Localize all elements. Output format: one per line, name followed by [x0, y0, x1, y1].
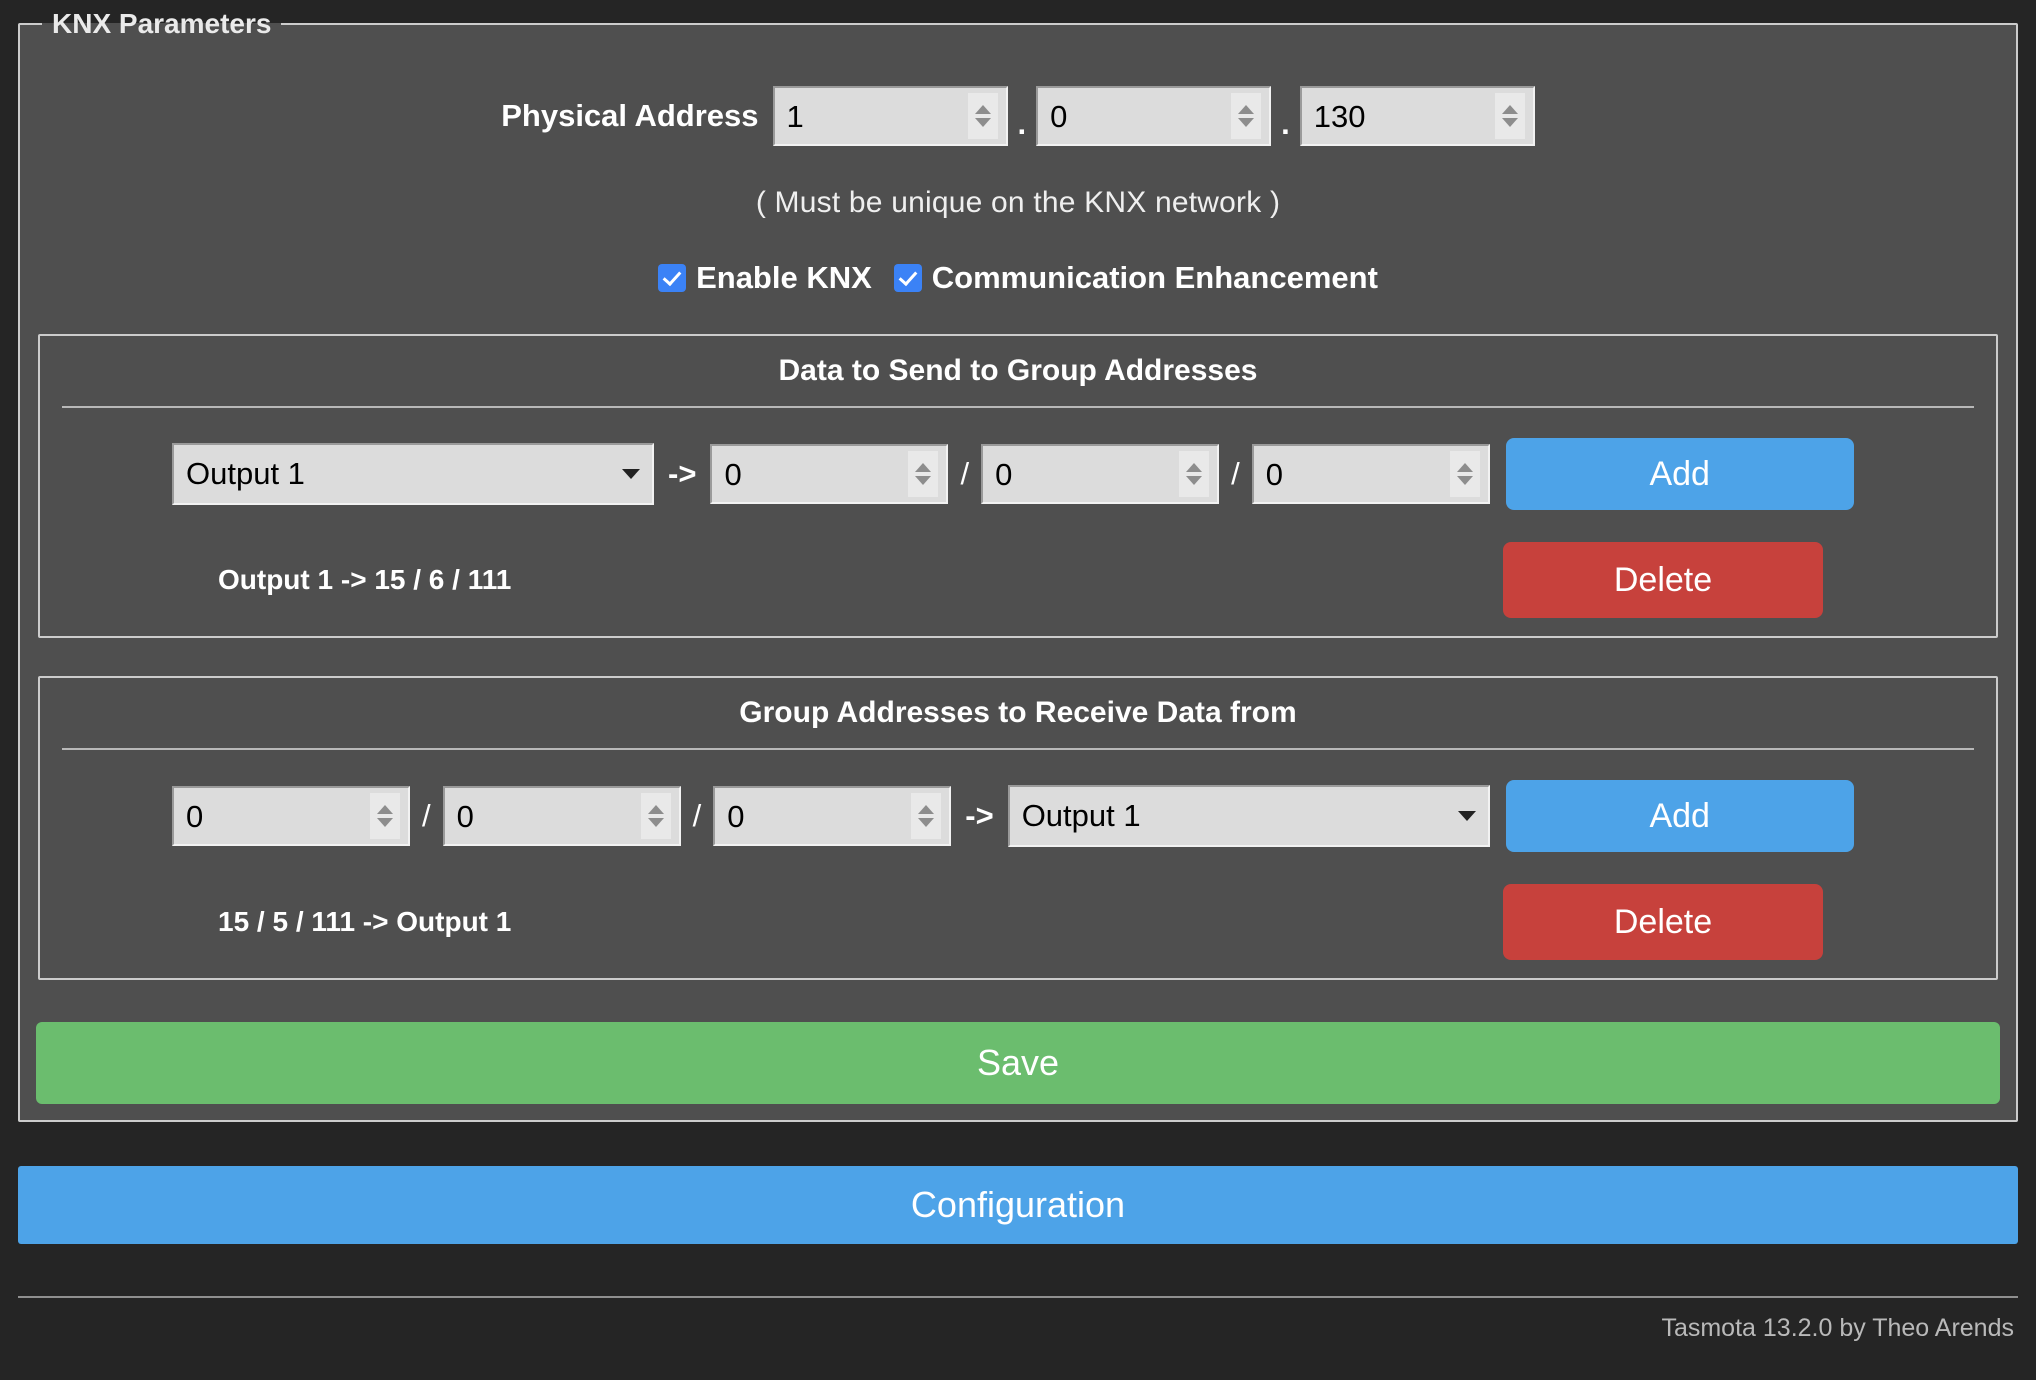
send-slash-1: / — [960, 456, 970, 491]
footer-divider — [18, 1296, 2018, 1298]
send-group-address-1-input[interactable]: 0 — [710, 444, 949, 504]
send-source-value: Output 1 — [186, 456, 305, 491]
receive-slash-2: / — [692, 798, 702, 833]
send-entry-delete-wrap: Delete — [1503, 542, 1978, 618]
chevron-up-icon[interactable] — [974, 105, 991, 114]
receive-delete-button[interactable]: Delete — [1503, 884, 1823, 960]
receive-mapping-row: 0 / 0 / 0 — [58, 780, 1978, 852]
chevron-down-icon[interactable] — [918, 818, 935, 827]
chevron-down-icon[interactable] — [974, 118, 991, 127]
receive-entry-row: 15 / 5 / 111 -> Output 1 Delete — [58, 884, 1978, 960]
receive-group-address-1-input[interactable]: 0 — [172, 786, 410, 846]
receive-target-select[interactable]: Output 1 — [1007, 785, 1490, 847]
spinner-send-3[interactable] — [1449, 451, 1480, 497]
send-add-button[interactable]: Add — [1505, 438, 1854, 510]
send-group-address-1-value: 0 — [724, 456, 742, 492]
physical-address-device-input[interactable]: 130 — [1299, 86, 1535, 146]
address-separator-1: . — [1017, 106, 1027, 141]
receive-group-address-1-value: 0 — [186, 798, 204, 834]
address-separator-2: . — [1281, 106, 1290, 141]
spinner-device[interactable] — [1494, 93, 1525, 139]
physical-address-line-input[interactable]: 0 — [1036, 86, 1272, 146]
physical-address-label: Physical Address — [501, 98, 759, 133]
receive-data-fieldset: Group Addresses to Receive Data from 0 /… — [38, 676, 1998, 980]
physical-address-hint: ( Must be unique on the KNX network ) — [755, 186, 1281, 219]
spinner-receive-3[interactable] — [911, 793, 942, 839]
chevron-up-icon[interactable] — [377, 805, 393, 814]
physical-address-row: Physical Address 1 . 0 . 130 — [36, 86, 2000, 146]
send-entry-label: Output 1 -> 15 / 6 / 111 — [218, 564, 512, 595]
send-delete-button[interactable]: Delete — [1503, 542, 1823, 618]
save-button[interactable]: Save — [36, 1022, 2000, 1104]
footer-text: Tasmota 13.2.0 by Theo Arends — [1661, 1314, 2014, 1342]
chevron-down-icon[interactable] — [1456, 476, 1473, 485]
receive-data-title: Group Addresses to Receive Data from — [739, 696, 1297, 729]
receive-entry-label: 15 / 5 / 111 -> Output 1 — [218, 906, 512, 937]
physical-address-line-value: 0 — [1050, 98, 1068, 134]
send-entry-row: Output 1 -> 15 / 6 / 111 Delete — [58, 542, 1978, 618]
chevron-down-icon[interactable] — [647, 818, 664, 827]
spinner-receive-2[interactable] — [640, 793, 671, 839]
send-source-select[interactable]: Output 1 — [172, 443, 654, 505]
chevron-up-icon[interactable] — [647, 805, 664, 814]
physical-address-area-input[interactable]: 1 — [772, 86, 1008, 146]
send-group-address-2-input[interactable]: 0 — [981, 444, 1220, 504]
receive-add-button[interactable]: Add — [1505, 780, 1854, 852]
spinner-line[interactable] — [1231, 93, 1262, 139]
enable-knx-label[interactable]: Enable KNX — [696, 260, 872, 295]
communication-enhancement-checkbox[interactable] — [893, 264, 922, 292]
send-arrow: -> — [668, 456, 697, 491]
chevron-down-icon[interactable] — [1238, 118, 1255, 127]
chevron-up-icon[interactable] — [1456, 463, 1473, 472]
receive-entry-delete-wrap: Delete — [1503, 884, 1978, 960]
send-group-address-3-value: 0 — [1265, 456, 1283, 492]
chevron-up-icon[interactable] — [1238, 105, 1255, 114]
spinner-area[interactable] — [967, 93, 998, 139]
receive-group-address-2-input[interactable]: 0 — [442, 786, 681, 846]
data-to-send-fieldset: Data to Send to Group Addresses Output 1… — [38, 334, 1998, 638]
divider — [62, 406, 1974, 408]
send-slash-2: / — [1231, 456, 1240, 491]
divider — [62, 748, 1974, 750]
send-mapping-row: Output 1 -> 0 / 0 — [58, 438, 1978, 510]
send-group-address-3-input[interactable]: 0 — [1251, 444, 1490, 504]
spinner-send-1[interactable] — [908, 451, 939, 497]
options-row: Enable KNX Communication Enhancement — [36, 260, 2000, 296]
chevron-down-icon[interactable] — [1186, 476, 1203, 485]
chevron-up-icon[interactable] — [1501, 105, 1518, 114]
receive-target-value: Output 1 — [1021, 798, 1141, 833]
communication-enhancement-label[interactable]: Communication Enhancement — [931, 260, 1378, 295]
chevron-down-icon[interactable] — [377, 818, 393, 827]
receive-group-address-3-input[interactable]: 0 — [713, 786, 952, 846]
chevron-up-icon[interactable] — [915, 463, 932, 472]
chevron-up-icon[interactable] — [1186, 463, 1203, 472]
spinner-receive-1[interactable] — [370, 793, 400, 839]
chevron-down-icon[interactable] — [915, 476, 932, 485]
page-title: KNX Parameters — [52, 8, 272, 39]
chevron-down-icon — [1457, 811, 1476, 821]
chevron-down-icon — [622, 469, 640, 479]
physical-address-area-value: 1 — [786, 98, 804, 134]
receive-slash-1: / — [422, 798, 431, 833]
enable-knx-checkbox[interactable] — [658, 264, 687, 292]
chevron-down-icon[interactable] — [1501, 118, 1518, 127]
receive-arrow: -> — [965, 798, 994, 833]
knx-parameters-fieldset: KNX Parameters Physical Address 1 . 0 . — [18, 8, 2018, 1122]
data-to-send-title: Data to Send to Group Addresses — [778, 354, 1258, 387]
receive-group-address-2-value: 0 — [456, 798, 474, 834]
receive-group-address-3-value: 0 — [727, 798, 745, 834]
page-root: KNX Parameters Physical Address 1 . 0 . — [0, 8, 2036, 1380]
spinner-send-2[interactable] — [1179, 451, 1210, 497]
send-group-address-2-value: 0 — [995, 456, 1013, 492]
physical-address-device-value: 130 — [1313, 98, 1366, 134]
chevron-up-icon[interactable] — [918, 805, 935, 814]
configuration-button[interactable]: Configuration — [18, 1166, 2018, 1244]
